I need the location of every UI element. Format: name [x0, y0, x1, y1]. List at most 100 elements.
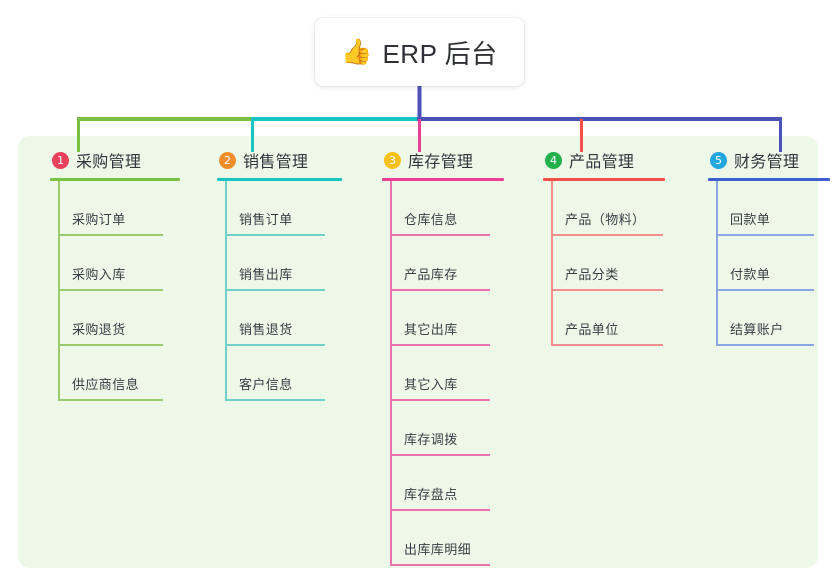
leaf-underline	[390, 454, 490, 456]
leaf-item[interactable]: 供应商信息	[36, 346, 196, 401]
leaf-label: 库存盘点	[404, 487, 458, 502]
leaf-underline	[716, 289, 814, 291]
column-items-1: 采购订单采购入库采购退货供应商信息	[36, 181, 196, 401]
column-header-4[interactable]: 4 产品管理	[529, 148, 689, 172]
leaf-label: 产品单位	[565, 322, 619, 337]
column-badge-2: 2	[219, 151, 236, 169]
column-items-4: 产品（物料） 产品分类产品单位	[529, 181, 689, 346]
leaf-underline	[58, 289, 163, 291]
leaf-label: 产品库存	[404, 267, 458, 282]
column-3: 3 库存管理仓库信息产品库存其它出库其它入库库存调拨库存盘点出库库明细	[368, 148, 528, 566]
leaf-label: 库存调拨	[404, 432, 458, 447]
leaf-label: 回款单	[730, 212, 771, 227]
column-items-5: 回款单付款单结算账户	[694, 181, 839, 346]
column-rule-1	[50, 178, 180, 181]
leaf-label: 其它出库	[404, 322, 458, 337]
leaf-underline	[58, 234, 163, 236]
leaf-item[interactable]: 采购退货	[36, 291, 196, 346]
leaf-item[interactable]: 销售退货	[203, 291, 363, 346]
leaf-underline	[390, 509, 490, 511]
leaf-item[interactable]: 销售订单	[203, 181, 363, 236]
column-items-2: 销售订单销售出库销售退货客户信息	[203, 181, 363, 401]
leaf-label: 销售出库	[239, 267, 293, 282]
leaf-underline	[551, 344, 663, 346]
column-header-3[interactable]: 3 库存管理	[368, 148, 528, 172]
leaf-item[interactable]: 库存盘点	[368, 456, 528, 511]
leaf-item[interactable]: 其它入库	[368, 346, 528, 401]
column-5: 5 财务管理回款单付款单结算账户	[694, 148, 839, 346]
column-items-3: 仓库信息产品库存其它出库其它入库库存调拨库存盘点出库库明细	[368, 181, 528, 566]
leaf-label: 采购退货	[72, 322, 126, 337]
leaf-label: 销售退货	[239, 322, 293, 337]
leaf-label: 出库库明细	[404, 542, 472, 557]
leaf-item[interactable]: 产品（物料）	[529, 181, 689, 236]
leaf-item[interactable]: 采购订单	[36, 181, 196, 236]
leaf-item[interactable]: 其它出库	[368, 291, 528, 346]
leaf-underline	[390, 289, 490, 291]
root-node[interactable]: 👍 ERP 后台	[315, 18, 524, 86]
column-title-3: 库存管理	[408, 154, 474, 171]
column-badge-4: 4	[545, 151, 562, 169]
column-4: 4 产品管理产品（物料） 产品分类产品单位	[529, 148, 689, 346]
leaf-underline	[390, 344, 490, 346]
leaf-underline	[390, 399, 490, 401]
leaf-item[interactable]: 仓库信息	[368, 181, 528, 236]
column-rule-2	[217, 178, 342, 181]
leaf-item[interactable]: 付款单	[694, 236, 839, 291]
column-title-2: 销售管理	[243, 154, 309, 171]
leaf-item[interactable]: 回款单	[694, 181, 839, 236]
diagram-panel	[18, 136, 818, 568]
column-spine-4	[551, 181, 553, 346]
leaf-item[interactable]: 产品分类	[529, 236, 689, 291]
leaf-item[interactable]: 采购入库	[36, 236, 196, 291]
column-badge-5: 5	[710, 151, 727, 169]
column-spine-3	[390, 181, 392, 566]
column-header-2[interactable]: 2 销售管理	[203, 148, 363, 172]
leaf-item[interactable]: 出库库明细	[368, 511, 528, 566]
column-badge-1: 1	[52, 151, 69, 169]
column-2: 2 销售管理销售订单销售出库销售退货客户信息	[203, 148, 363, 401]
leaf-underline	[551, 234, 663, 236]
leaf-underline	[225, 399, 325, 401]
column-rule-5	[708, 178, 830, 181]
leaf-item[interactable]: 客户信息	[203, 346, 363, 401]
leaf-item[interactable]: 产品库存	[368, 236, 528, 291]
leaf-label: 付款单	[730, 267, 771, 282]
column-rule-4	[543, 178, 665, 181]
leaf-label: 销售订单	[239, 212, 293, 227]
leaf-underline	[58, 399, 163, 401]
leaf-underline	[58, 344, 163, 346]
leaf-item[interactable]: 销售出库	[203, 236, 363, 291]
leaf-label: 客户信息	[239, 377, 293, 392]
leaf-label: 仓库信息	[404, 212, 458, 227]
column-spine-2	[225, 181, 227, 401]
leaf-underline	[225, 344, 325, 346]
leaf-underline	[551, 289, 663, 291]
leaf-label: 供应商信息	[72, 377, 140, 392]
leaf-item[interactable]: 产品单位	[529, 291, 689, 346]
column-spine-1	[58, 181, 60, 401]
leaf-label: 结算账户	[730, 322, 784, 337]
leaf-underline	[716, 344, 814, 346]
leaf-item[interactable]: 库存调拨	[368, 401, 528, 456]
column-header-5[interactable]: 5 财务管理	[694, 148, 839, 172]
leaf-label: 产品（物料）	[565, 212, 646, 227]
leaf-underline	[225, 289, 325, 291]
leaf-label: 产品分类	[565, 267, 619, 282]
root-title: ERP 后台	[382, 38, 498, 69]
leaf-item[interactable]: 结算账户	[694, 291, 839, 346]
leaf-label: 采购订单	[72, 212, 126, 227]
leaf-label: 其它入库	[404, 377, 458, 392]
column-spine-5	[716, 181, 718, 346]
column-badge-3: 3	[384, 151, 401, 169]
leaf-label: 采购入库	[72, 267, 126, 282]
column-title-4: 产品管理	[569, 154, 635, 171]
leaf-underline	[390, 234, 490, 236]
leaf-underline	[225, 234, 325, 236]
column-rule-3	[382, 178, 504, 181]
column-title-5: 财务管理	[734, 154, 800, 171]
leaf-underline	[390, 564, 490, 566]
